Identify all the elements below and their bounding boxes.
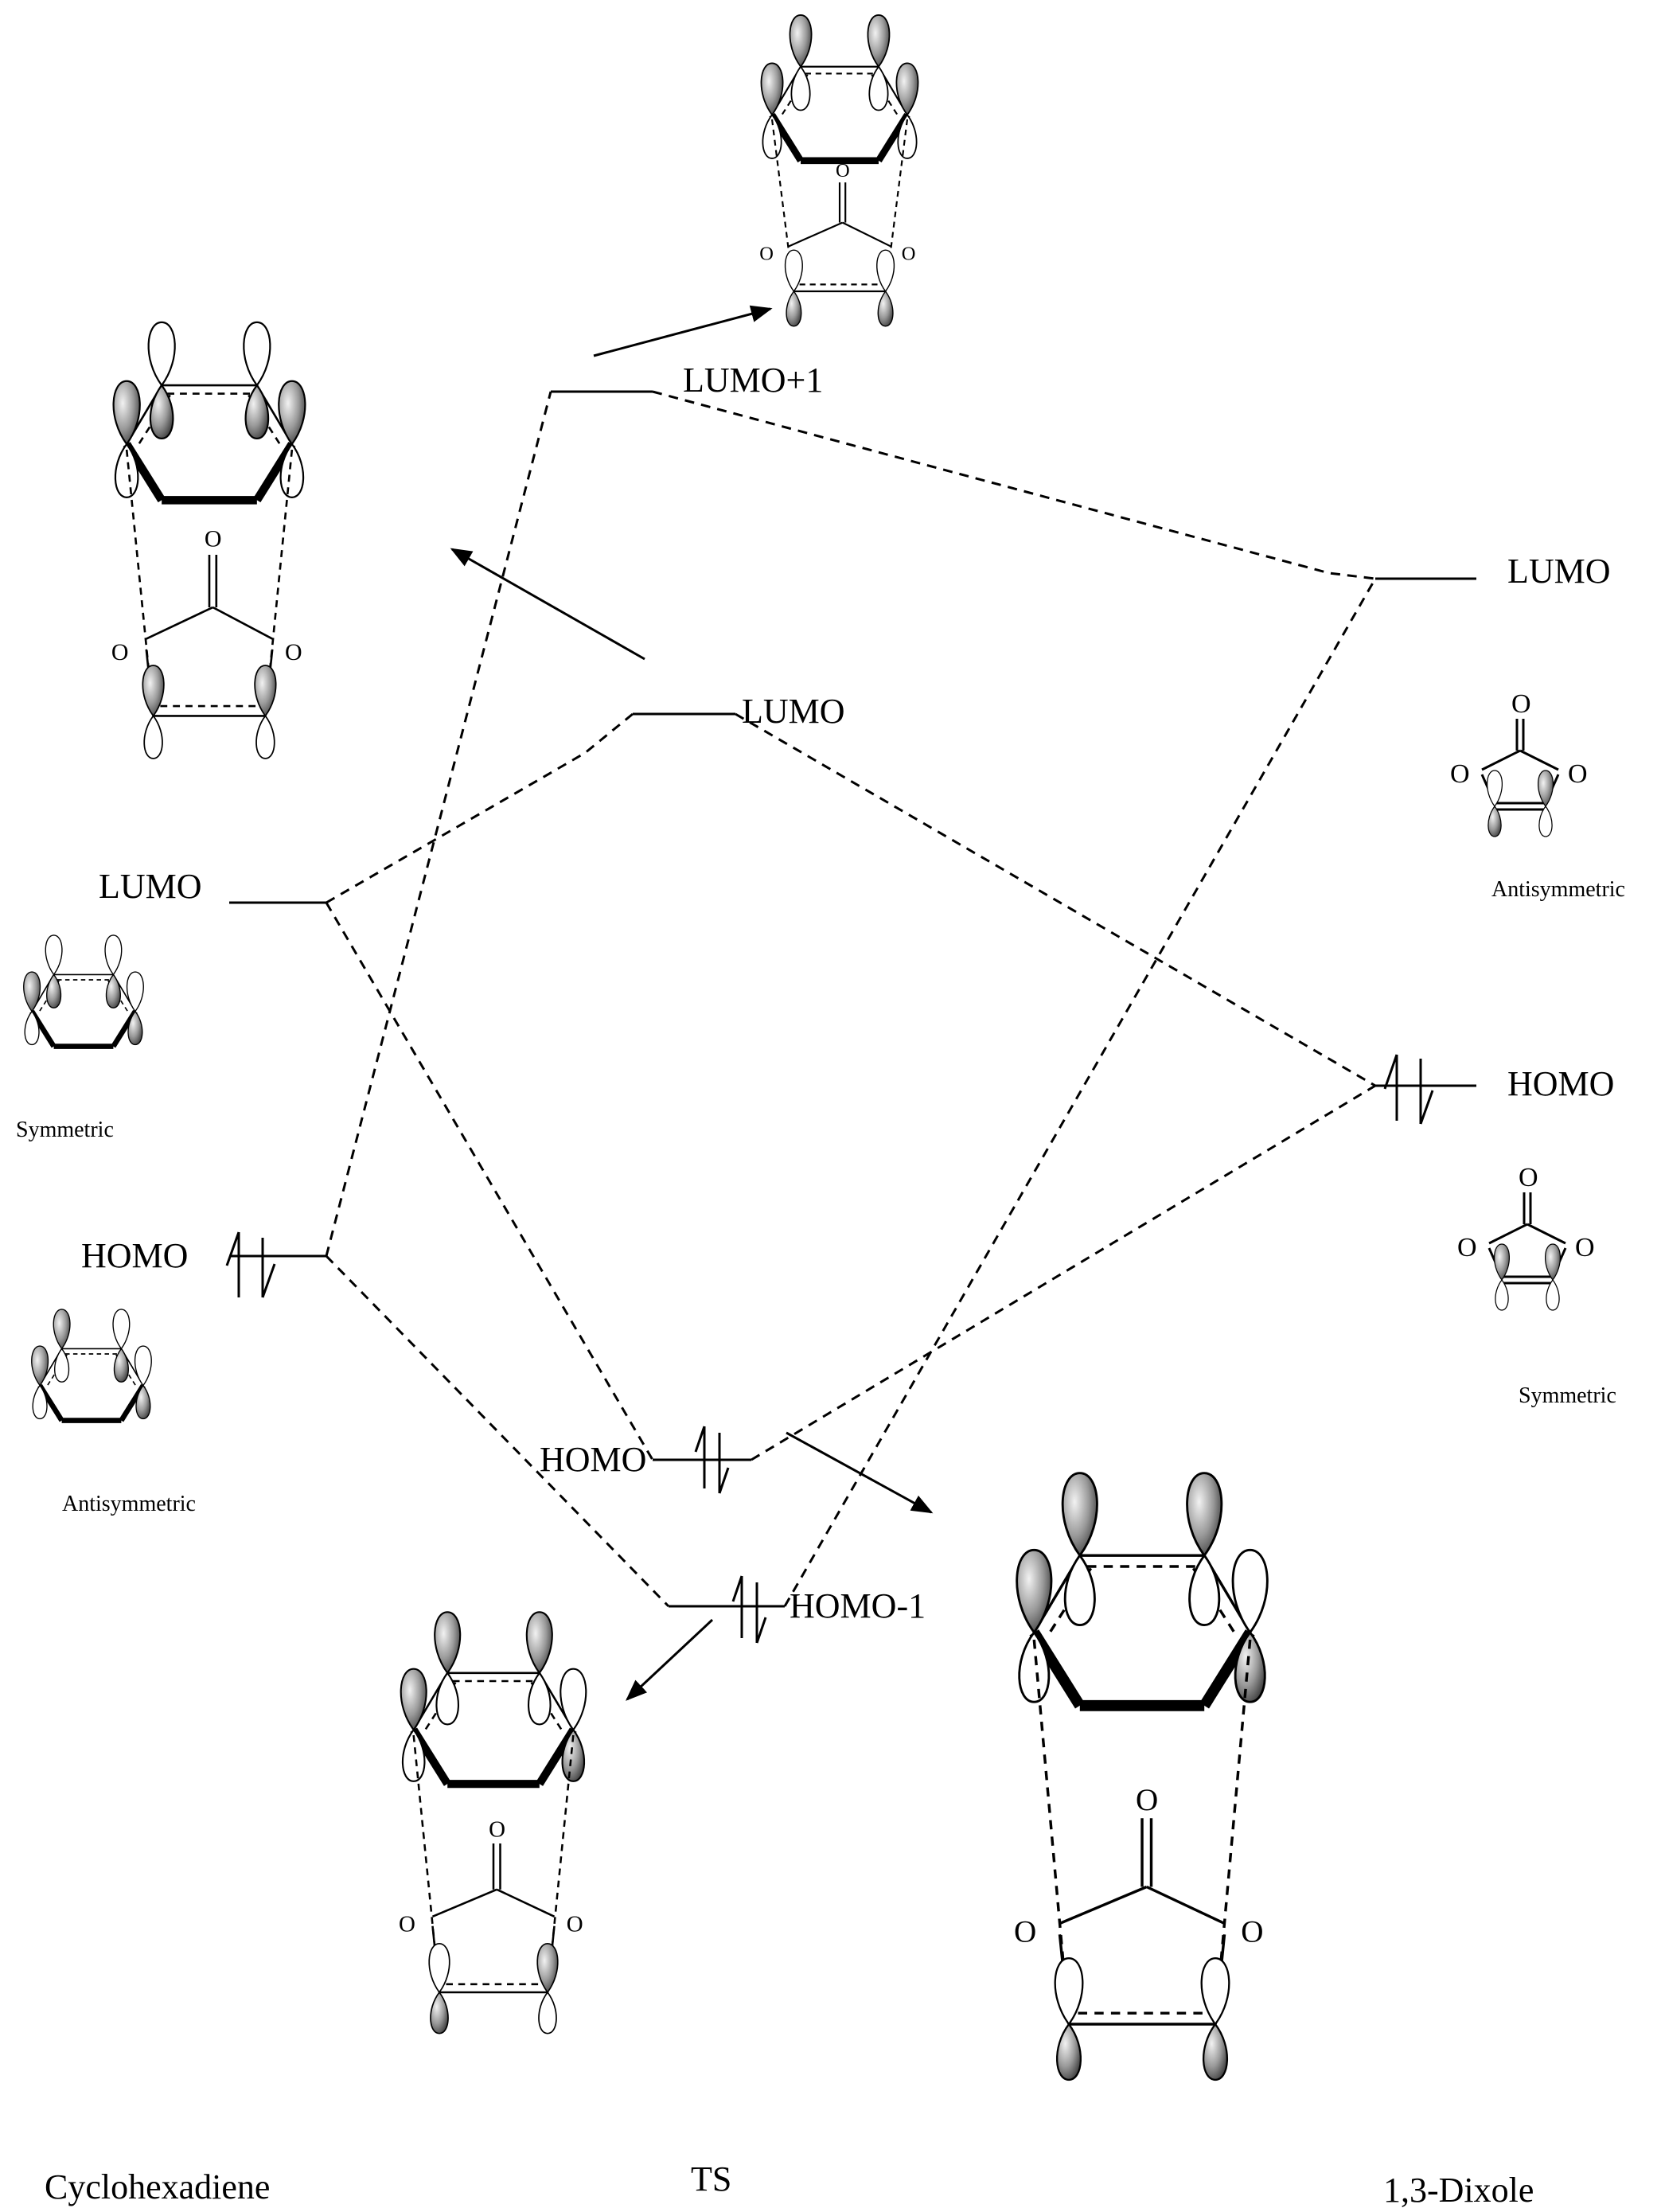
corr-left-homo-ts-homo-minus-1 (325, 1254, 670, 1608)
corr-ts-homo-right-homo (751, 1084, 1376, 1461)
ts-homo-minus-1-orbital-picture: O O O (399, 1611, 587, 2034)
ts-homo-minus-1-ring-oxygen-left: O (399, 1912, 415, 1937)
lumo-plus-1-carbonyl-oxygen: O (836, 160, 850, 181)
corr-left-lumo-ts-lumo (326, 712, 634, 904)
arrow-to-ts-lumo-orbital (450, 548, 645, 661)
right-lumo-orbital-picture: O O O (1450, 689, 1588, 837)
right-lumo-label: LUMO (1507, 552, 1611, 591)
corr-ts-lumo-plus-1-right-lumo (652, 390, 1376, 580)
right-lumo-carbonyl-oxygen: O (1511, 689, 1531, 719)
left-lumo-symmetry-label: Symmetric (16, 1118, 114, 1142)
arrow-to-lumo-plus-1-orbital (593, 305, 773, 357)
column-title-right: 1,3-Dixole (1383, 2171, 1534, 2210)
ts-lumo-orbital-picture: O O O (111, 321, 306, 759)
right-homo-symmetry-label: Symmetric (1519, 1383, 1616, 1408)
right-homo-ring-oxygen-right: O (1575, 1233, 1595, 1262)
left-homo-electrons (225, 1231, 276, 1298)
ts-homo-carbonyl-oxygen: O (1136, 1783, 1158, 1817)
ts-homo-electrons (694, 1426, 730, 1494)
arrow-to-ts-homo-orbital (786, 1431, 934, 1514)
left-lumo-orbital-picture (23, 934, 144, 1047)
column-title-center: TS (691, 2159, 731, 2198)
corr-ts-homo-minus-1-right-lumo (783, 578, 1377, 1607)
column-title-left: Cyclohexadiene (45, 2167, 270, 2206)
ts-homo-minus-1-carbonyl-oxygen: O (489, 1817, 505, 1843)
ts-lumo-plus-1-label: LUMO+1 (683, 361, 823, 400)
ts-lumo-ring-oxygen-right: O (285, 639, 302, 665)
corr-left-lumo-ts-homo (325, 902, 654, 1461)
ts-lumo-plus-1-orbital-picture: O O O (759, 14, 919, 327)
right-homo-carbonyl-oxygen: O (1519, 1163, 1538, 1192)
right-lumo-ring-oxygen-left: O (1450, 759, 1470, 789)
left-lumo-label: LUMO (99, 867, 202, 906)
ts-homo-minus-1-ring-oxygen-right: O (567, 1912, 583, 1937)
ts-homo-label: HOMO (540, 1440, 646, 1479)
ts-homo-minus-1-electrons (731, 1575, 767, 1644)
ts-homo-minus-1-label: HOMO-1 (790, 1586, 926, 1625)
lumo-plus-1-ring-oxygen-left: O (759, 243, 774, 264)
ts-homo-ring-oxygen-right: O (1241, 1915, 1263, 1949)
ts-homo-ring-oxygen-left: O (1014, 1915, 1036, 1949)
right-lumo-ring-oxygen-right: O (1568, 759, 1588, 789)
ts-lumo-carbonyl-oxygen: O (205, 525, 222, 552)
left-homo-symmetry-label: Antisymmetric (62, 1492, 196, 1516)
arrow-to-ts-homo-minus-1-orbital (626, 1618, 714, 1701)
ts-lumo-label: LUMO (742, 692, 845, 731)
right-lumo-symmetry-label: Antisymmetric (1491, 877, 1625, 902)
corr-ts-lumo-right-homo (735, 712, 1376, 1087)
left-homo-label: HOMO (81, 1236, 188, 1275)
corr-left-homo-ts-lumo-plus-1 (325, 391, 552, 1257)
right-homo-ring-oxygen-left: O (1457, 1233, 1477, 1262)
right-homo-orbital-picture: O O O (1457, 1163, 1595, 1311)
lumo-plus-1-ring-oxygen-right: O (902, 243, 916, 264)
left-homo-orbital-picture (31, 1309, 152, 1421)
ts-homo-orbital-picture: O O O (1014, 1472, 1269, 2081)
ts-lumo-ring-oxygen-left: O (111, 639, 129, 665)
right-homo-label: HOMO (1507, 1064, 1614, 1103)
right-homo-electrons (1383, 1054, 1434, 1125)
